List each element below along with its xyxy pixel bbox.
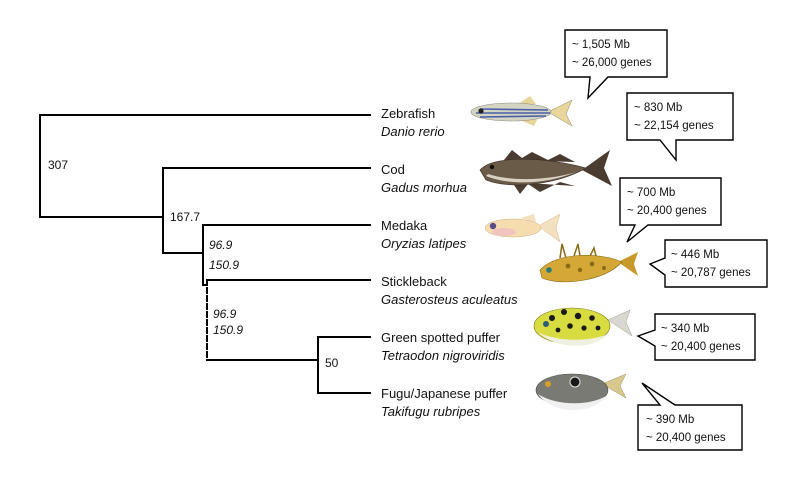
callout-genes-cod: ~ 22,154 genes: [634, 120, 714, 132]
callout-genome-zebrafish: ~ 1,505 Mb: [572, 39, 630, 51]
node-label-medaka-1: 96.9: [209, 238, 233, 252]
callout-genes-zebrafish: ~ 26,000 genes: [572, 57, 652, 69]
species-scientific-medaka: Oryzias latipes: [381, 236, 467, 251]
callout-green-puffer: ~ 340 Mb ~ 20,400 genes: [636, 313, 756, 361]
green-puffer-belly: [538, 332, 608, 346]
callout-genome-cod: ~ 830 Mb: [634, 102, 682, 114]
medaka-belly: [492, 228, 516, 236]
stickleback-eye: [546, 267, 552, 273]
callout-genome-fugu: ~ 390 Mb: [646, 414, 694, 426]
node-label-stickleback-2: 150.9: [213, 323, 243, 337]
stickleback-spines: [559, 243, 597, 259]
species-common-medaka: Medaka: [381, 218, 428, 233]
species-scientific-cod: Gadus morhua: [381, 180, 467, 195]
cod-eye: [489, 164, 495, 170]
node-label-puffers: 50: [325, 356, 339, 370]
callout-genes-medaka: ~ 20,400 genes: [627, 205, 707, 217]
fugu-eye: [545, 381, 551, 387]
fugu-belly: [538, 394, 606, 411]
callout-medaka: ~ 700 Mb ~ 20,400 genes: [619, 177, 722, 243]
fugu-spot: [569, 376, 581, 388]
fugu-illustration: [535, 373, 627, 411]
species-scientific-zebrafish: Danio rerio: [381, 124, 445, 139]
callout-zebrafish: ~ 1,505 Mb ~ 26,000 genes: [564, 29, 668, 100]
green-puffer-illustration: [533, 307, 633, 346]
zebrafish-dorsal-fin: [518, 96, 536, 104]
stickleback-illustration: [539, 243, 638, 283]
callout-genes-stickleback: ~ 20,787 genes: [671, 267, 751, 279]
species-common-zebrafish: Zebrafish: [381, 106, 435, 121]
callout-cod: ~ 830 Mb ~ 22,154 genes: [626, 92, 734, 162]
callout-genome-green-puffer: ~ 340 Mb: [661, 323, 709, 335]
zebrafish-eye: [478, 108, 484, 114]
medaka-illustration: [484, 213, 561, 243]
stickleback-tail-fin: [618, 252, 638, 276]
node-label-medaka-2: 150.9: [209, 258, 239, 272]
species-common-green-puffer: Green spotted puffer: [381, 330, 501, 345]
node-label-stickleback-1: 96.9: [213, 307, 237, 321]
species-labels: Zebrafish Danio rerio Cod Gadus morhua M…: [381, 106, 518, 419]
callout-genome-stickleback: ~ 446 Mb: [671, 249, 719, 261]
cod-illustration: [479, 150, 612, 194]
species-scientific-stickleback: Gasterosteus aculeatus: [381, 292, 518, 307]
species-common-stickleback: Stickleback: [381, 274, 447, 289]
medaka-tail-fin: [537, 213, 561, 243]
callout-stickleback: ~ 446 Mb ~ 20,787 genes: [648, 239, 768, 288]
green-puffer-tail-fin: [607, 309, 633, 337]
callout-genes-fugu: ~ 20,400 genes: [646, 432, 726, 444]
cod-tail-fin: [582, 150, 612, 186]
species-common-fugu: Fugu/Japanese puffer: [381, 386, 508, 401]
species-scientific-green-puffer: Tetraodon nigroviridis: [381, 348, 505, 363]
species-common-cod: Cod: [381, 162, 405, 177]
medaka-dorsal-fin: [520, 214, 536, 222]
callout-genome-medaka: ~ 700 Mb: [627, 187, 675, 199]
cod-ventral-fins: [512, 182, 575, 194]
species-scientific-fugu: Takifugu rubripes: [381, 404, 481, 419]
zebrafish-tail-fin: [547, 99, 573, 127]
node-label-root: 307: [48, 158, 68, 172]
medaka-eye: [489, 222, 497, 230]
cod-belly: [486, 172, 576, 183]
green-puffer-eye: [543, 321, 549, 327]
callout-genes-green-puffer: ~ 20,400 genes: [661, 341, 741, 353]
callout-fugu: ~ 390 Mb ~ 20,400 genes: [637, 382, 743, 451]
node-label-percomorph: 167.7: [170, 210, 200, 224]
zebrafish-illustration: [470, 96, 573, 127]
tree-branches: [39, 114, 371, 394]
fugu-tail-fin: [601, 373, 627, 399]
